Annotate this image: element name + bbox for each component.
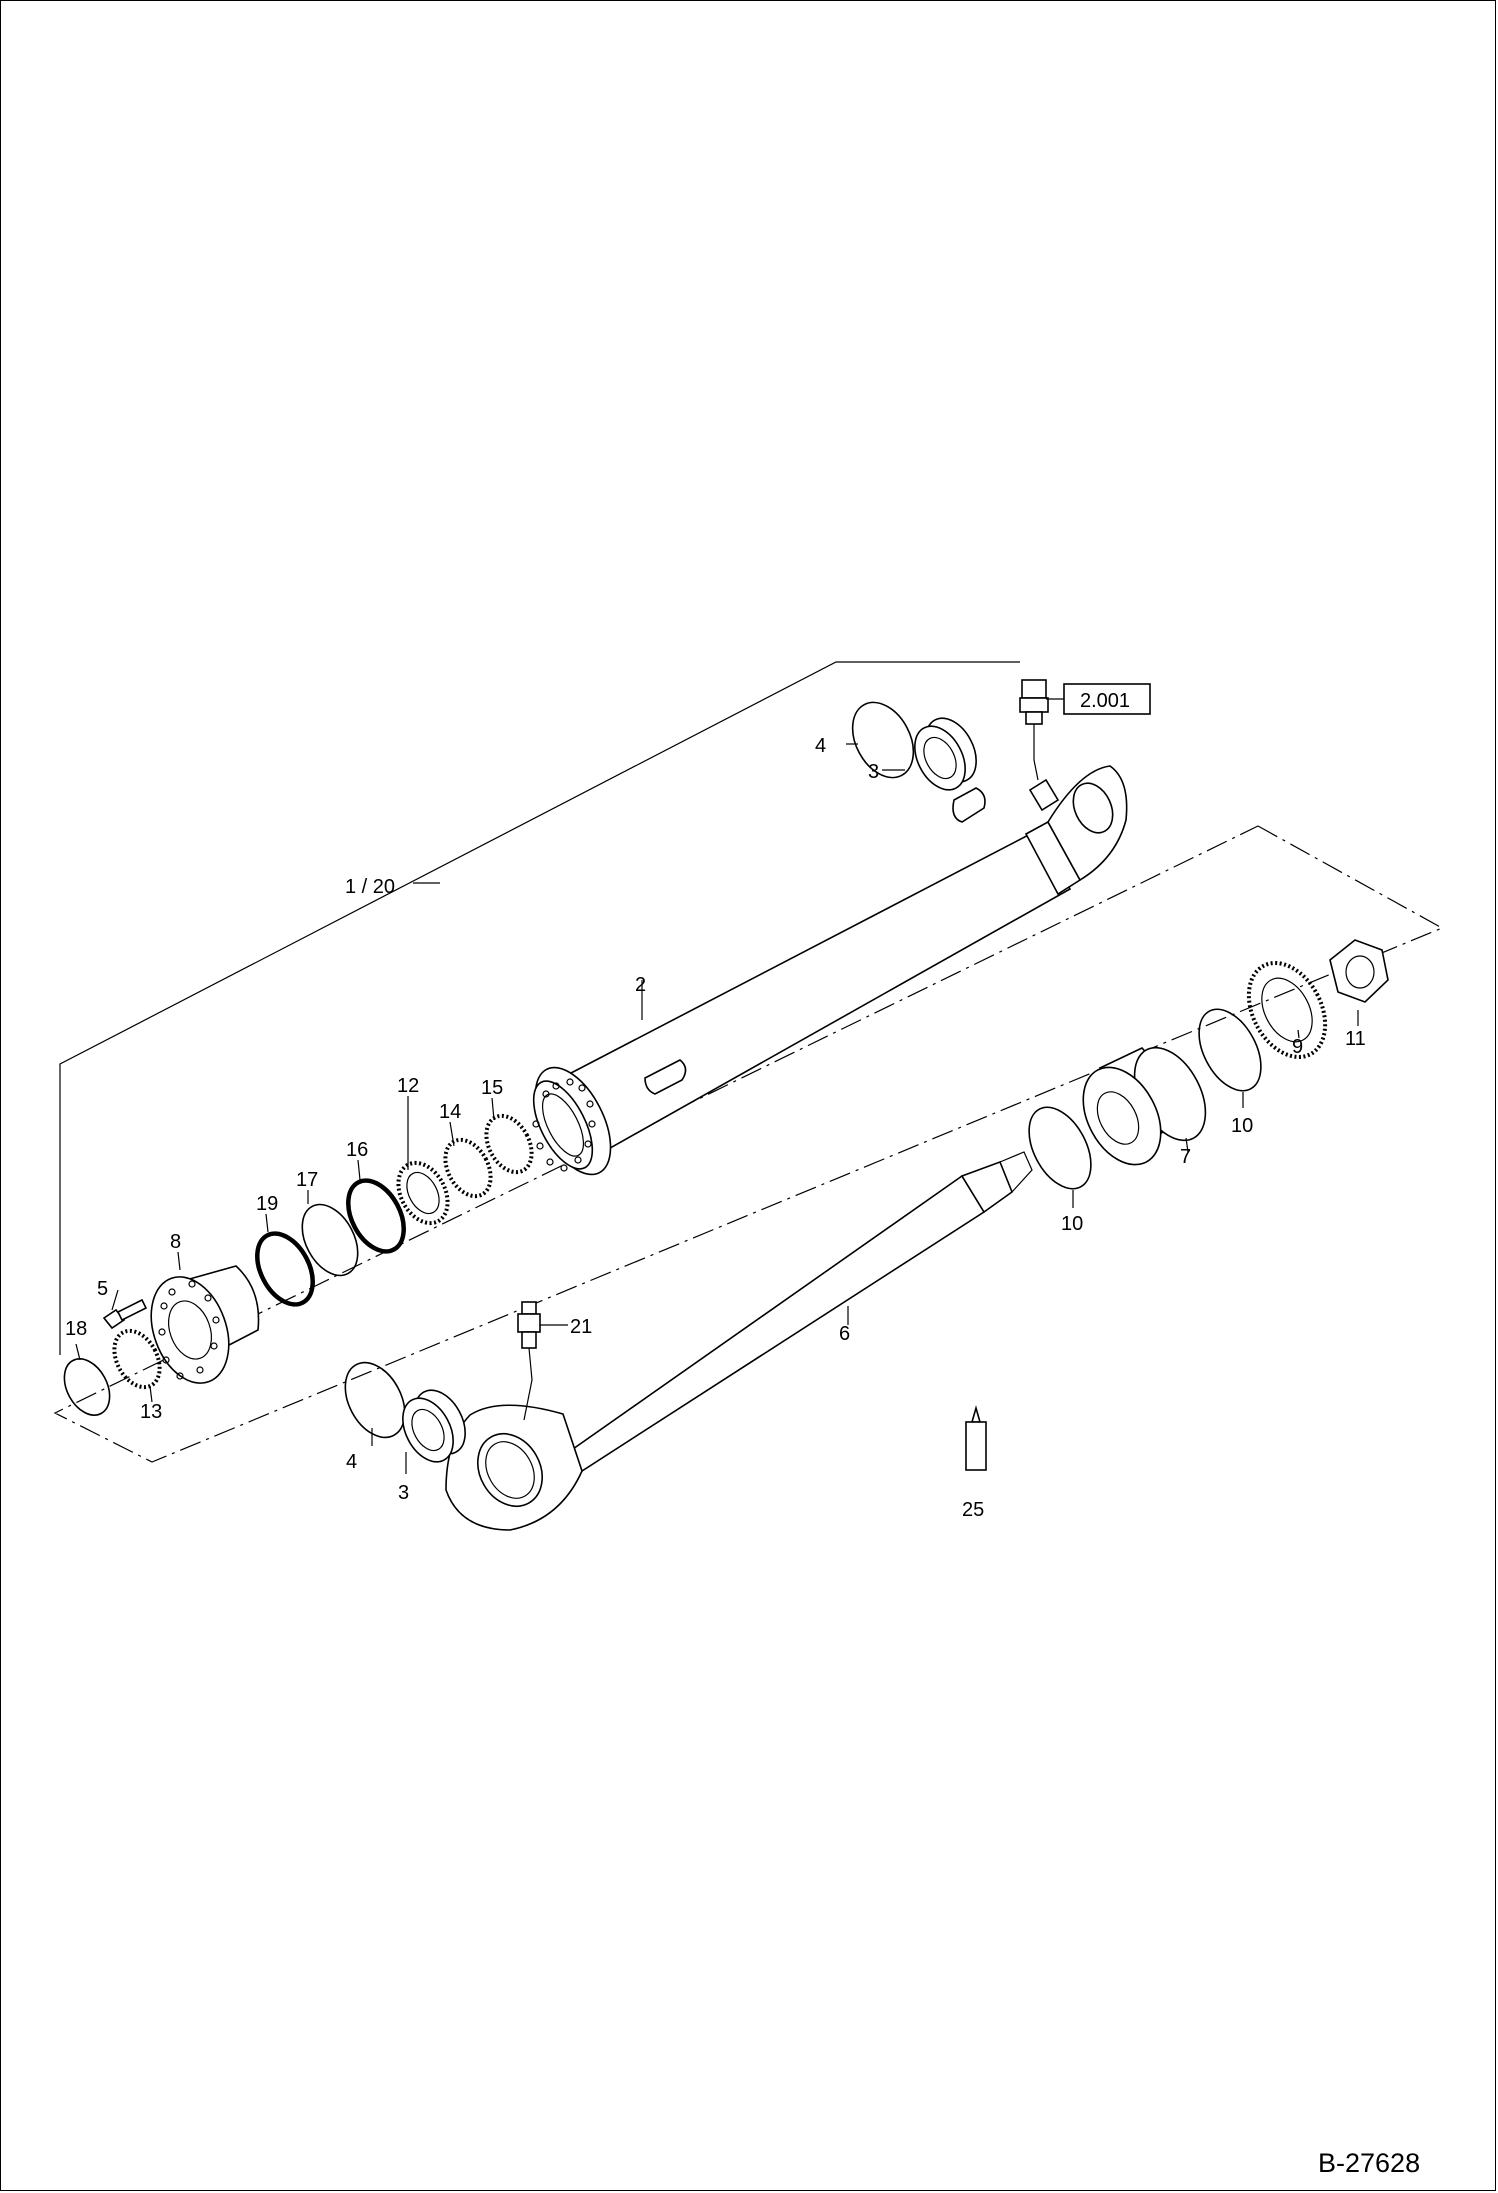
callout-3-top: 3	[868, 761, 879, 783]
piston-rod	[445, 1151, 1033, 1531]
callout-17: 17	[296, 1169, 318, 1191]
callout-4-bottom: 4	[346, 1451, 357, 1473]
assembly-bracket-line	[59, 661, 1020, 1355]
snap-ring-top	[851, 701, 915, 779]
seal-10-right	[1198, 1008, 1262, 1092]
callout-14: 14	[439, 1101, 461, 1123]
ring-17	[301, 1203, 359, 1277]
cylinder-tube	[532, 765, 1128, 1176]
bolt-5	[102, 1298, 148, 1330]
snap-ring-bottom	[344, 1361, 406, 1439]
seal-10-left	[1028, 1106, 1092, 1190]
callout-11: 11	[1345, 1028, 1366, 1050]
callout-19: 19	[256, 1193, 278, 1215]
callout-16: 16	[346, 1139, 368, 1161]
bearing-bottom	[402, 1389, 466, 1463]
callout-13: 13	[140, 1401, 162, 1423]
callout-4-top: 4	[815, 735, 826, 757]
callout-6: 6	[839, 1323, 850, 1345]
reference-box-label: 2.001	[1080, 690, 1130, 712]
callout-1-20: 1 / 20	[345, 876, 395, 898]
o-ring-16	[346, 1178, 406, 1254]
hex-nut	[1329, 939, 1389, 1003]
callout-12: 12	[397, 1075, 419, 1097]
bearing-top	[914, 717, 977, 791]
callout-10-left: 10	[1061, 1213, 1083, 1235]
callout-10-right: 10	[1231, 1115, 1253, 1137]
ring-18	[63, 1358, 111, 1416]
callout-25: 25	[962, 1499, 984, 1521]
rod-group-envelope	[53, 825, 1444, 1463]
callout-5: 5	[97, 1278, 108, 1300]
seal-13	[112, 1328, 162, 1390]
o-ring-19	[255, 1231, 315, 1307]
callout-3-bottom: 3	[398, 1482, 409, 1504]
gland-head	[150, 1265, 260, 1384]
callout-7: 7	[1180, 1146, 1191, 1168]
callout-18: 18	[65, 1318, 87, 1340]
lock-ring	[1246, 961, 1328, 1059]
callout-15: 15	[481, 1077, 503, 1099]
callout-8: 8	[170, 1231, 181, 1253]
reference-box	[1063, 683, 1151, 715]
grease-fitting-top	[1019, 679, 1064, 781]
piston	[1082, 1046, 1207, 1166]
document-number: B-27628	[1318, 2148, 1420, 2178]
callout-21: 21	[570, 1316, 592, 1338]
callout-9: 9	[1292, 1036, 1303, 1058]
adhesive-tube	[965, 1405, 987, 1471]
seal-14	[443, 1137, 493, 1199]
seal-15	[484, 1113, 534, 1175]
callout-2: 2	[635, 974, 646, 996]
grease-fitting-bottom	[517, 1301, 568, 1421]
